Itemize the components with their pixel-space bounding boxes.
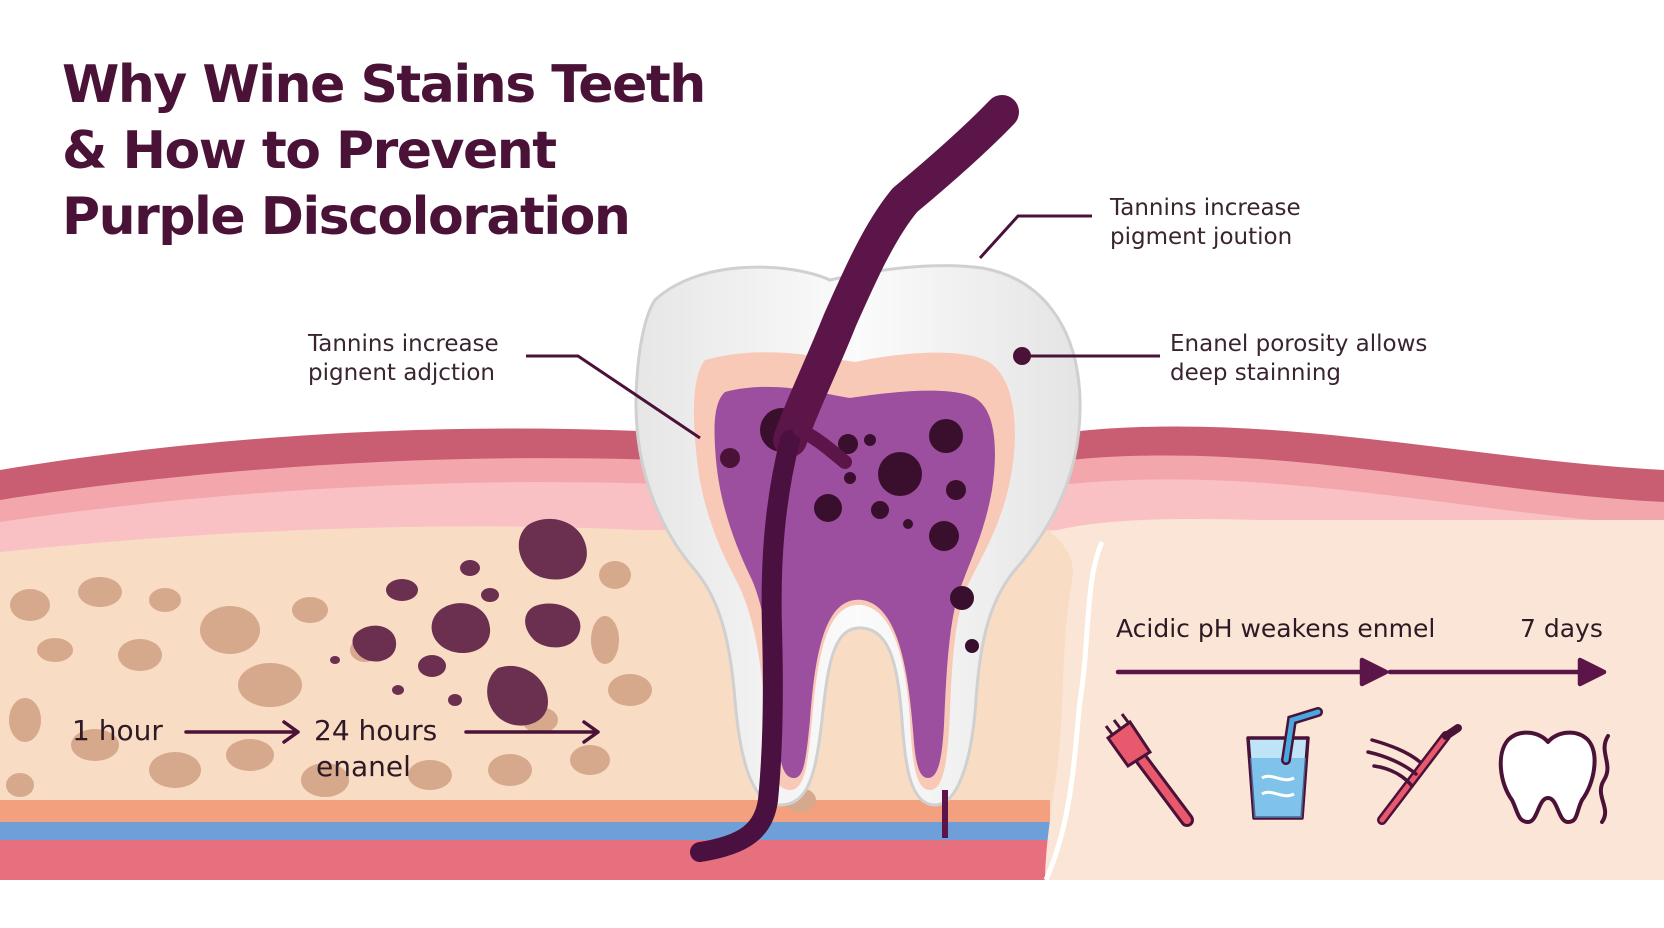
bone-spot xyxy=(238,663,302,707)
wine-stain xyxy=(352,625,397,662)
bone-spot xyxy=(488,754,532,786)
tooth xyxy=(634,264,1082,807)
timeline-arrows-right xyxy=(1115,657,1607,687)
callout-right-line-1: Enanel porosity allows xyxy=(1170,331,1428,357)
wine-stream xyxy=(773,95,1019,457)
pulp-stain-dot xyxy=(929,521,959,551)
water-glass-icon xyxy=(1246,707,1323,820)
wine-stain xyxy=(481,588,499,602)
title-line-3: Purple Discoloration xyxy=(62,187,631,247)
panel-edge-line xyxy=(1043,540,1105,881)
wine-stain xyxy=(330,656,340,664)
bone-spot xyxy=(37,638,73,662)
callout-leaders xyxy=(526,214,1160,440)
pulp-stain-dot xyxy=(844,472,856,484)
wine-stream-drip xyxy=(793,423,852,469)
wine-stain xyxy=(431,603,491,654)
bone-spot xyxy=(78,577,122,607)
bone-spot xyxy=(292,597,328,623)
pulp-stain-dot xyxy=(929,419,963,453)
blood-vessel-blue xyxy=(0,822,1050,840)
wine-stains xyxy=(330,518,587,726)
bone-spot xyxy=(149,588,181,612)
callout-top-right: Tannins increase pigment joution xyxy=(1110,194,1301,252)
callout-left-line-1: Tannins increase xyxy=(308,331,499,357)
wine-stream-flow xyxy=(690,430,800,862)
bone-spot xyxy=(149,752,201,788)
arrow-right-1-head xyxy=(1359,657,1389,687)
acidic-ph-label: Acidic pH weakens enmel xyxy=(1116,614,1436,643)
timeline-sub-label: enanel xyxy=(316,750,411,783)
bone-spot xyxy=(10,589,50,621)
pulp-stain-dot xyxy=(950,586,974,610)
wine-stain xyxy=(487,665,548,726)
bone-spot xyxy=(118,639,162,671)
leader-dot-left xyxy=(720,448,740,468)
pulp-stain-dot xyxy=(864,434,876,446)
bone-spot xyxy=(608,674,652,706)
pulp-stain-dot xyxy=(965,639,979,653)
wine-stain xyxy=(518,518,587,580)
bone-spot xyxy=(301,763,349,797)
wine-stain xyxy=(392,685,404,695)
callout-left-line-2: pignent adjction xyxy=(308,360,496,386)
gum-base-band xyxy=(0,800,1050,822)
pulp-stain-dot xyxy=(878,452,922,496)
bone-spot xyxy=(6,773,34,797)
wine-stain xyxy=(448,694,462,706)
timeline-end-label: 24 hours xyxy=(314,714,438,747)
arrow-right-2-head xyxy=(1577,657,1607,687)
pulp-stain-dot xyxy=(946,480,966,500)
seven-days-label: 7 days xyxy=(1520,614,1603,643)
title-line-2: & How to Prevent xyxy=(62,121,557,181)
title-line-1: Why Wine Stains Teeth xyxy=(62,55,706,115)
bone-spot xyxy=(226,739,274,771)
callout-top-right-line-2: pigment joution xyxy=(1110,224,1293,250)
leader-top-right xyxy=(978,214,1092,260)
leader-dot-right xyxy=(1013,347,1031,365)
wine-stain xyxy=(525,603,581,648)
bone-spot xyxy=(570,745,610,775)
arrow-left-1 xyxy=(184,720,300,744)
clean-tooth-icon xyxy=(1498,730,1610,824)
toothbrush-icon xyxy=(1104,713,1194,827)
page-title: Why Wine Stains Teeth & How to Prevent P… xyxy=(62,52,706,250)
wine-stain xyxy=(386,579,418,601)
pulp-stain-dot xyxy=(903,519,913,529)
pulp-stain-dot xyxy=(838,434,858,454)
bone-spot xyxy=(591,616,619,664)
pulp-stain-dot xyxy=(814,494,842,522)
blood-vessel-red xyxy=(0,840,1050,880)
bone-spot xyxy=(599,561,631,589)
callout-top-right-line-1: Tannins increase xyxy=(1110,195,1301,221)
floss-pick-icon xyxy=(1366,724,1462,825)
bone-spot xyxy=(408,760,452,790)
timeline-start-label: 1 hour xyxy=(72,714,163,747)
bone-spot xyxy=(9,698,41,742)
callout-right: Enanel porosity allows deep stainning xyxy=(1170,330,1427,388)
pulp-stain-dot xyxy=(871,501,889,519)
pulp-stain-dots xyxy=(760,408,979,653)
bone-spot xyxy=(71,729,119,761)
arrow-left-2 xyxy=(464,720,600,744)
callout-right-line-2: deep stainning xyxy=(1170,360,1342,386)
callout-left: Tannins increase pignent adjction xyxy=(308,330,499,388)
prevention-panel xyxy=(1043,519,1664,881)
bone-spot xyxy=(200,606,260,654)
wine-stain xyxy=(418,655,446,677)
timeline-arrows xyxy=(184,720,600,744)
panel-background xyxy=(1045,519,1664,880)
wine-stain xyxy=(460,560,480,576)
leader-left xyxy=(526,354,701,440)
